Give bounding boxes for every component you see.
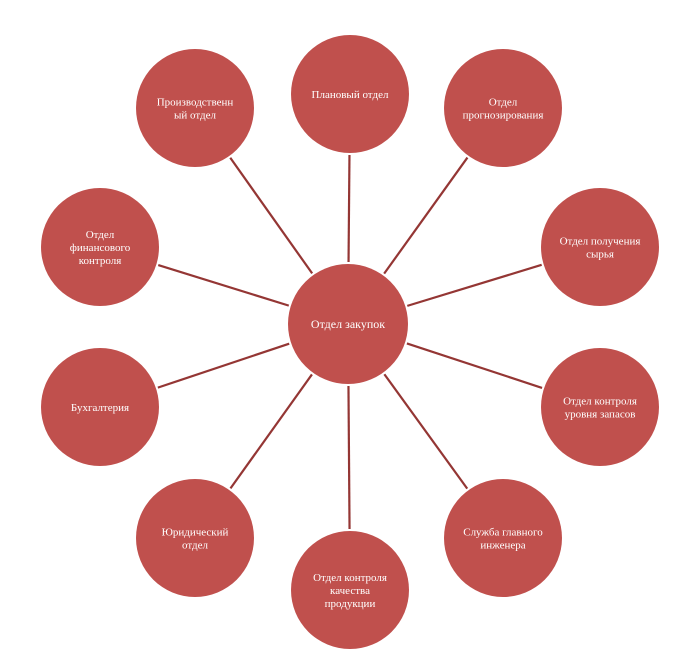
center-circle [288,264,408,384]
node-forecasting-label-line: прогнозирования [463,110,544,122]
node-circle-chief-engineer [444,479,562,597]
center-node: Отдел закупок [288,264,408,384]
connector-financial-control [157,264,290,307]
node-production-label-line: Производственн [157,97,234,109]
node-accounting-label-line: Бухгалтерия [71,402,129,414]
department-nodes: Плановый отделОтделпрогнозированияОтдел … [41,35,659,649]
node-legal-label-line: Юридический [162,527,229,539]
connector-legal [229,373,313,490]
node-forecasting-label-line: Отдел [489,97,518,109]
node-planning-label-line: Плановый отдел [312,89,389,101]
connector-inventory-control [406,342,543,389]
node-quality-control-label-line: Отдел контроля [313,572,387,584]
node-chief-engineer-label-line: инженера [480,540,525,552]
node-quality-control-label-line: продукции [325,598,376,610]
node-circle-raw-materials [541,188,659,306]
connector-lines [157,154,543,530]
node-legal-label-line: отдел [182,540,208,552]
node-planning: Плановый отдел [291,35,409,153]
connector-chief-engineer [383,373,469,490]
connector-forecasting [383,156,469,275]
node-circle-accounting [41,348,159,466]
node-circle-planning [291,35,409,153]
node-circle-quality-control [291,531,409,649]
node-accounting: Бухгалтерия [41,348,159,466]
connector-planning [347,154,351,263]
node-raw-materials-label-line: Отдел получения [560,236,641,248]
node-raw-materials-label-line: сырья [586,249,614,261]
node-circle-financial-control [41,188,159,306]
node-financial-control-label-line: Отдел [86,229,115,241]
node-chief-engineer-label-line: Служба главного [463,527,543,539]
node-financial-control-label-line: финансового [70,242,131,254]
node-quality-control-label-line: качества [330,585,370,597]
node-production-label-line: ый отдел [174,110,217,122]
node-inventory-control-label-line: уровня запасов [565,409,636,421]
node-financial-control-label-line: контроля [79,255,122,267]
connector-accounting [157,342,290,389]
node-circle-forecasting [444,49,562,167]
node-circle-production [136,49,254,167]
connector-raw-materials [406,263,542,307]
connector-quality-control [347,385,351,530]
node-inventory-control-label-line: Отдел контроля [563,396,637,408]
node-circle-legal [136,479,254,597]
connector-production [229,157,314,275]
center-label-line: Отдел закупок [311,317,385,331]
node-circle-inventory-control [541,348,659,466]
